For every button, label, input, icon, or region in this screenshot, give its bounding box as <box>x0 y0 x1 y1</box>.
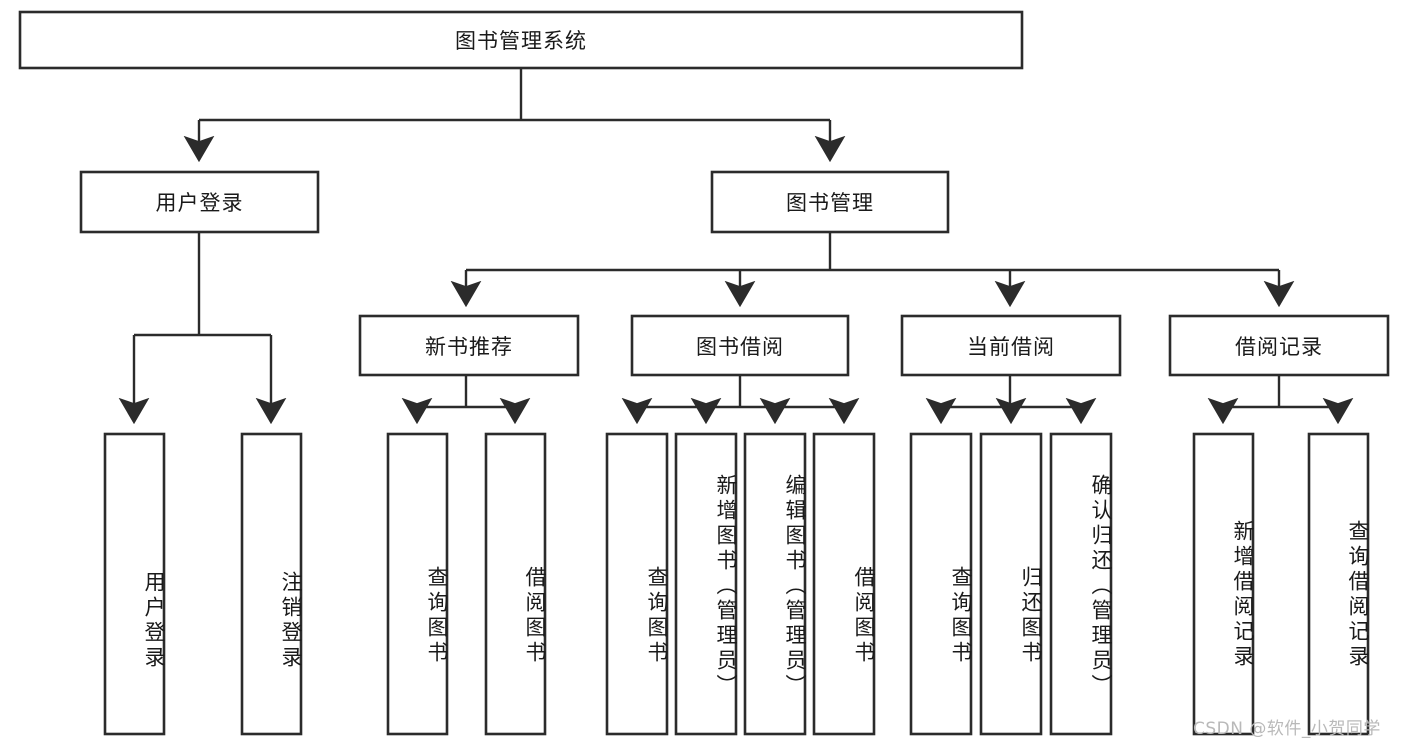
connector-group-new-book-rec <box>401 375 531 425</box>
node-leaf-user-login[interactable] <box>103 432 166 736</box>
node-new-book-rec[interactable] <box>358 314 580 377</box>
node-leaf-add-book[interactable] <box>674 432 738 736</box>
node-leaf-return-book[interactable] <box>979 432 1043 736</box>
connector-group-book-manage <box>450 232 1295 308</box>
csdn-watermark: CSDN @软件_小贺同学 <box>1193 719 1381 739</box>
node-leaf-confirm-return[interactable] <box>1049 432 1113 736</box>
node-leaf-query-record[interactable] <box>1307 432 1370 736</box>
connector-group-current-borrow <box>925 375 1097 425</box>
node-current-borrow[interactable] <box>900 314 1122 377</box>
node-user-login[interactable] <box>79 170 320 234</box>
node-leaf-borrow-book-2[interactable] <box>812 432 876 736</box>
node-leaf-add-record[interactable] <box>1192 432 1255 736</box>
node-leaf-query-book-2[interactable] <box>605 432 669 736</box>
node-leaf-edit-book[interactable] <box>743 432 807 736</box>
connector-group-root <box>183 68 846 163</box>
node-leaf-query-book-1[interactable] <box>386 432 449 736</box>
connector-group-user-login <box>118 232 287 425</box>
connector-group-book-borrow <box>621 375 860 425</box>
node-borrow-record[interactable] <box>1168 314 1390 377</box>
node-leaf-query-book-3[interactable] <box>909 432 973 736</box>
node-leaf-logout[interactable] <box>240 432 303 736</box>
node-book-borrow[interactable] <box>630 314 850 377</box>
connector-group-borrow-record <box>1207 375 1354 425</box>
node-root[interactable] <box>18 10 1024 70</box>
node-leaf-borrow-book-1[interactable] <box>484 432 547 736</box>
node-book-manage[interactable] <box>710 170 950 234</box>
